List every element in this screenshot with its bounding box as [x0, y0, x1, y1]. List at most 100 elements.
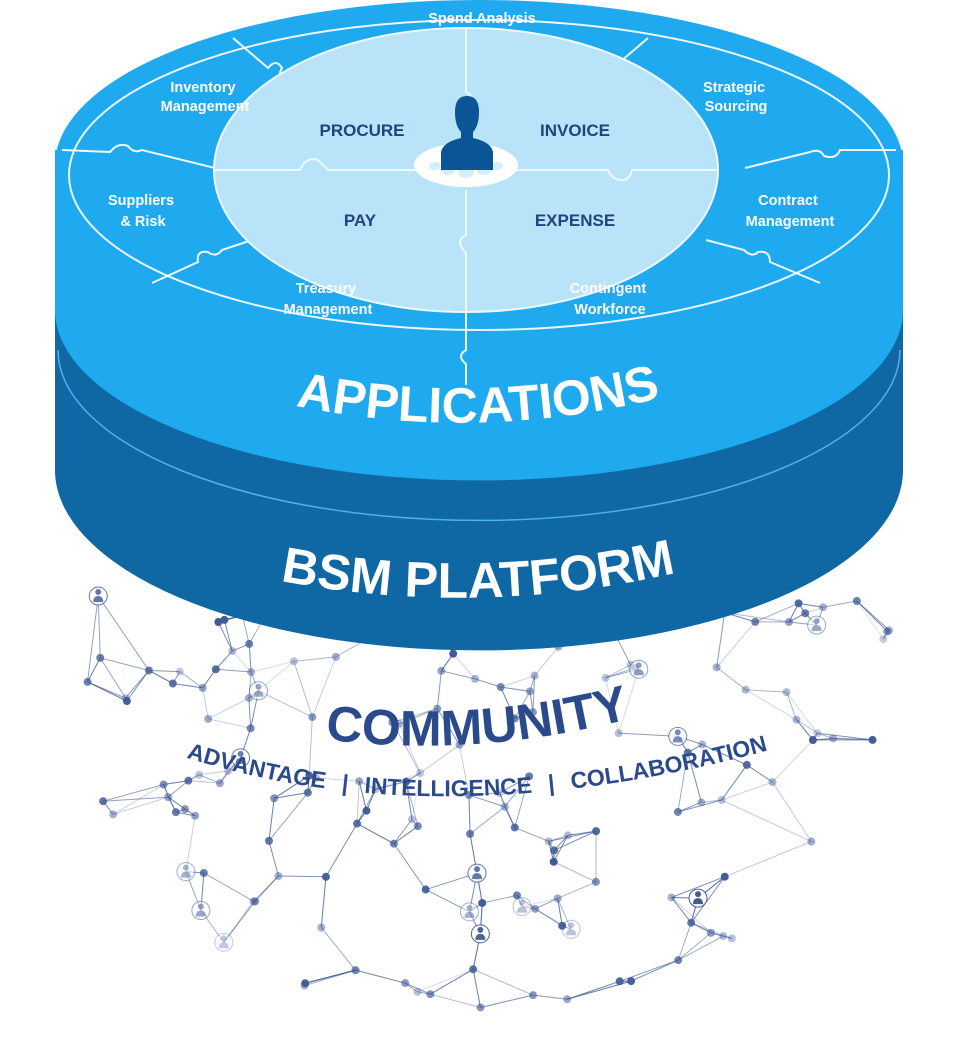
- network-link: [399, 708, 438, 725]
- network-link: [441, 670, 476, 680]
- network-link: [702, 744, 748, 766]
- segment-treasury-management[interactable]: Treasury Management: [284, 281, 373, 318]
- network-link: [468, 792, 500, 796]
- network-link: [716, 666, 746, 691]
- network-node: [331, 652, 340, 661]
- network-link: [468, 794, 505, 808]
- network-node: [389, 839, 398, 848]
- member-avatar-icon: [512, 897, 532, 917]
- core-procure[interactable]: PROCURE: [319, 121, 404, 140]
- network-link: [499, 792, 506, 807]
- network-node: [416, 768, 425, 777]
- network-link: [716, 666, 746, 691]
- network-link: [223, 901, 256, 943]
- network-link: [223, 619, 233, 652]
- network-link: [320, 927, 356, 971]
- network-link: [393, 819, 413, 844]
- network-node: [510, 823, 519, 832]
- segment-inventory-management[interactable]: Inventory Management: [161, 80, 250, 115]
- segment-spend-analysis[interactable]: Spend Analysis: [428, 11, 535, 27]
- network-link: [514, 691, 531, 719]
- core-expense[interactable]: EXPENSE: [535, 211, 615, 230]
- outer-ring-edge: [68, 19, 890, 331]
- network-node: [496, 683, 505, 692]
- network-link: [499, 792, 506, 807]
- segment-contract-management[interactable]: Contract Management: [746, 193, 835, 230]
- network-link: [796, 719, 814, 741]
- network-link: [534, 646, 559, 676]
- network-link: [356, 788, 377, 824]
- network-node: [198, 683, 207, 692]
- network-node: [388, 718, 397, 727]
- network-link: [677, 799, 722, 813]
- network-link: [557, 881, 597, 899]
- network-node: [96, 653, 105, 662]
- network-link: [215, 650, 233, 670]
- network-link: [430, 968, 474, 995]
- network-link: [480, 994, 534, 1008]
- network-link: [468, 794, 505, 808]
- network-link: [716, 612, 726, 668]
- network-node: [528, 708, 537, 717]
- network-node: [768, 778, 777, 787]
- network-node: [83, 677, 92, 686]
- network-node: [719, 932, 728, 941]
- network-link: [677, 801, 702, 813]
- network-node: [476, 1003, 485, 1012]
- network-link: [856, 600, 890, 631]
- network-node: [673, 807, 682, 816]
- network-link: [404, 982, 431, 995]
- network-node: [813, 729, 822, 738]
- network-link: [468, 792, 500, 796]
- network-link: [514, 826, 549, 842]
- network-node: [751, 617, 760, 626]
- network-link: [798, 602, 824, 608]
- network-node: [469, 965, 478, 974]
- network-link: [254, 875, 279, 902]
- network-link: [268, 798, 275, 841]
- network-node: [245, 639, 254, 648]
- network-link: [87, 681, 128, 702]
- network-link: [268, 798, 275, 841]
- network-link: [724, 841, 812, 878]
- network-link: [320, 876, 327, 928]
- network-node: [413, 822, 422, 831]
- network-link: [268, 792, 309, 842]
- network-link: [231, 650, 252, 673]
- network-node: [794, 599, 803, 608]
- network-node: [464, 791, 473, 800]
- network-link: [393, 843, 427, 890]
- segment-contingent-workforce[interactable]: Contingent Workforce: [570, 281, 651, 318]
- network-node: [742, 760, 751, 769]
- network-link: [354, 969, 406, 984]
- segment-strategic-sourcing[interactable]: Strategic Sourcing: [703, 80, 769, 115]
- network-node: [601, 673, 610, 682]
- network-link: [474, 678, 501, 688]
- network-node: [627, 977, 636, 986]
- network-link: [258, 690, 313, 718]
- network-link: [248, 698, 252, 729]
- network-link: [391, 722, 421, 774]
- network-link: [532, 994, 568, 1000]
- network-link: [618, 669, 640, 734]
- network-node: [808, 736, 817, 745]
- network-link: [223, 901, 254, 943]
- network-link: [499, 775, 530, 794]
- network-node: [530, 671, 539, 680]
- network-link: [419, 744, 460, 774]
- network-link: [534, 908, 563, 927]
- network-link: [293, 656, 336, 662]
- core-invoice[interactable]: INVOICE: [540, 121, 610, 140]
- network-node: [317, 923, 326, 932]
- network-link: [521, 897, 558, 908]
- segment-suppliers-risk[interactable]: Suppliers & Risk: [108, 193, 178, 230]
- network-node: [563, 831, 572, 840]
- network-link: [716, 621, 756, 668]
- network-link: [293, 661, 313, 718]
- network-node: [807, 837, 816, 846]
- network-link: [605, 677, 620, 734]
- network-link: [856, 600, 884, 640]
- network-link: [103, 796, 169, 802]
- core-pay[interactable]: PAY: [344, 211, 377, 230]
- network-link: [500, 686, 531, 692]
